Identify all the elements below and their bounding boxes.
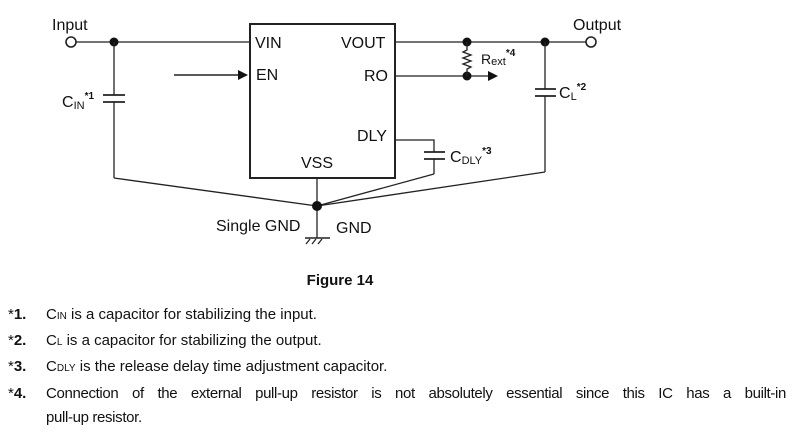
figure-caption: Figure 14	[306, 272, 374, 289]
cl-capacitor	[535, 42, 556, 172]
note-1: *1.CIN is a capacitor for stabilizing th…	[8, 306, 317, 323]
pin-ro: RO	[364, 68, 388, 85]
en-arrow-icon	[174, 70, 248, 80]
ground-icon	[305, 237, 330, 245]
cdly-label: CDLY*3	[450, 146, 492, 167]
cl-label: CL*2	[559, 82, 587, 103]
ground-wires	[113, 171, 546, 238]
note-4: *4.Connection of the external pull-up re…	[8, 385, 786, 426]
note-3: *3.CDLY is the release delay time adjust…	[8, 358, 388, 375]
pin-en: EN	[256, 67, 278, 84]
rext-resistor-icon	[461, 42, 473, 76]
ic-package	[249, 23, 396, 179]
ro-arrow-icon	[488, 71, 498, 81]
single-gnd-label: Single GND	[216, 218, 300, 235]
circuit-diagram: Input CIN*1 VIN EN VOUT RO DLY VSS Outpu…	[52, 17, 622, 245]
gnd-label: GND	[336, 220, 372, 237]
input-label: Input	[52, 17, 88, 34]
cin-capacitor	[103, 42, 125, 178]
pin-vin: VIN	[255, 35, 282, 52]
note-2: *2.CL is a capacitor for stabilizing the…	[8, 332, 322, 349]
rext-label: Rext*4	[481, 48, 516, 68]
output-terminal	[585, 36, 597, 48]
pin-vout: VOUT	[341, 35, 386, 52]
output-label: Output	[573, 17, 622, 34]
pin-dly: DLY	[357, 128, 387, 145]
input-terminal	[65, 36, 77, 48]
pin-vss: VSS	[301, 155, 333, 172]
cdly-capacitor	[395, 139, 445, 174]
cin-label: CIN*1	[62, 91, 94, 112]
ground-junction	[312, 201, 322, 211]
